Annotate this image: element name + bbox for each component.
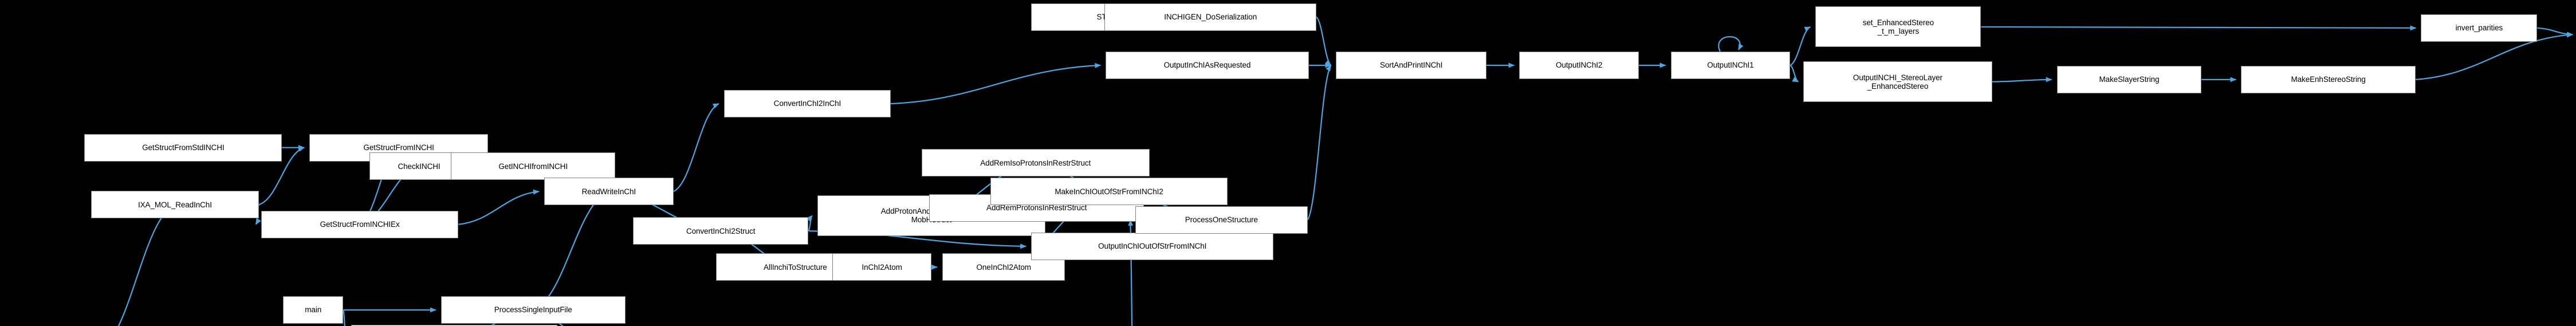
graph-node-label: GetStructFromINCHIEx <box>320 220 400 229</box>
graph-node[interactable]: ProcessOneStructure <box>1135 206 1308 234</box>
graph-node[interactable]: ProcessMultipleInputFiles <box>351 324 557 326</box>
graph-edge <box>1718 36 1744 52</box>
graph-node-label: CheckINCHI <box>398 162 441 171</box>
graph-edge <box>673 103 719 193</box>
graph-edge <box>806 215 813 231</box>
graph-node-label: GetStructFromINCHI <box>363 143 434 152</box>
graph-node[interactable]: invert_parities <box>2421 14 2538 42</box>
graph-node-label: ConvertInChI2InChI <box>773 99 841 108</box>
graph-edge <box>1981 25 2417 31</box>
graph-edge <box>1790 26 1811 66</box>
graph-edge <box>533 191 609 311</box>
graph-node[interactable]: OutputInChIAsRequested <box>1106 52 1309 79</box>
graph-edge <box>1316 16 1332 66</box>
graph-node[interactable]: set_EnhancedStereo _t_m_layers <box>1815 6 1981 48</box>
graph-node-label: IXA_MOL_ReadInChI <box>137 200 212 209</box>
graph-node-label: INCHIGEN_DoSerialization <box>1164 13 1257 22</box>
graph-edge <box>890 62 1102 105</box>
graph-node[interactable]: ProcessSingleInputFile <box>441 296 626 324</box>
graph-node-label: GetINCHIfromINCHI <box>498 162 568 171</box>
graph-edge <box>1992 77 2052 83</box>
graph-node[interactable]: MakeEnhStereoString <box>2241 65 2416 93</box>
graph-node[interactable]: ReadWriteInChI <box>544 178 674 206</box>
graph-node[interactable]: GetStructFromStdINCHI <box>84 133 282 162</box>
graph-node-label: OutputInChIAsRequested <box>1163 61 1251 70</box>
graph-node[interactable]: main <box>283 296 344 324</box>
graph-node-label: ConvertInChI2Struct <box>686 226 756 235</box>
graph-node[interactable]: AddRemIsoProtonsInRestrStruct <box>921 149 1150 177</box>
graph-node-label: InChI2Atom <box>862 262 902 272</box>
graph-node[interactable]: ConvertInChI2Struct <box>632 217 809 245</box>
graph-edge <box>1307 65 1332 221</box>
graph-node[interactable]: INCHIGEN_DoSerialization <box>1104 3 1316 31</box>
graph-node-label: OneInChI2Atom <box>976 262 1031 272</box>
graph-node-label: ProcessOneStructure <box>1185 215 1258 225</box>
graph-edge <box>117 204 176 326</box>
graph-node-label: MakeInChIOutOfStrFromINChI2 <box>1055 187 1163 196</box>
graph-node-label: OutputINChI2 <box>1555 61 1603 70</box>
graph-node[interactable]: MakeSlayerString <box>2056 65 2202 93</box>
graph-node-label: SortAndPrintINChI <box>1379 61 1443 70</box>
graph-node[interactable]: SortAndPrintINChI <box>1336 52 1486 79</box>
graph-node-label: MakeSlayerString <box>2099 75 2160 84</box>
graph-edge <box>458 189 540 225</box>
graph-node-label: set_EnhancedStereo _t_m_layers <box>1862 18 1934 36</box>
graph-node[interactable]: IXA_MOL_ReadInChI <box>91 191 259 219</box>
graph-node[interactable]: OutputInChIOutOfStrFromINChI <box>1031 232 1274 260</box>
graph-node-label: MakeEnhStereoString <box>2291 75 2366 84</box>
graph-edge <box>2537 27 2574 37</box>
graph-node-label: AddRemIsoProtonsInRestrStruct <box>980 158 1091 167</box>
graph-edge <box>1790 64 1799 83</box>
graph-node-label: AddRemProtonsInRestrStruct <box>986 203 1087 213</box>
graph-node-label: invert_parities <box>2455 23 2503 33</box>
graph-node[interactable]: OutputINChI1 <box>1670 52 1791 79</box>
graph-node[interactable]: GetINCHIfromINCHI <box>451 152 616 180</box>
graph-node[interactable]: InChI2Atom <box>832 253 931 281</box>
graph-node-label: main <box>305 305 322 315</box>
graph-node[interactable]: MakeInChIOutOfStrFromINChI2 <box>990 178 1228 206</box>
graph-node-label: GetStructFromStdINCHI <box>142 143 225 152</box>
graph-node[interactable]: GetStructFromINCHIEx <box>261 210 459 238</box>
graph-node-label: ReadWriteInChI <box>581 187 636 196</box>
graph-node-label: ProcessSingleInputFile <box>494 305 572 315</box>
graph-node-label: OutputINChI1 <box>1707 61 1754 70</box>
graph-node-label: OutputInChIOutOfStrFromINChI <box>1098 242 1207 251</box>
graph-node[interactable]: OutputINCHI_StereoLayer _EnhancedStereo <box>1803 61 1992 103</box>
graph-node-label: AllInchiToStructure <box>764 262 827 272</box>
graph-node-label: OutputINCHI_StereoLayer _EnhancedStereo <box>1853 73 1942 91</box>
graph-node[interactable]: ConvertInChI2InChI <box>723 90 891 117</box>
graph-edge <box>343 309 345 326</box>
graph-node[interactable]: OutputINChI2 <box>1519 52 1639 79</box>
